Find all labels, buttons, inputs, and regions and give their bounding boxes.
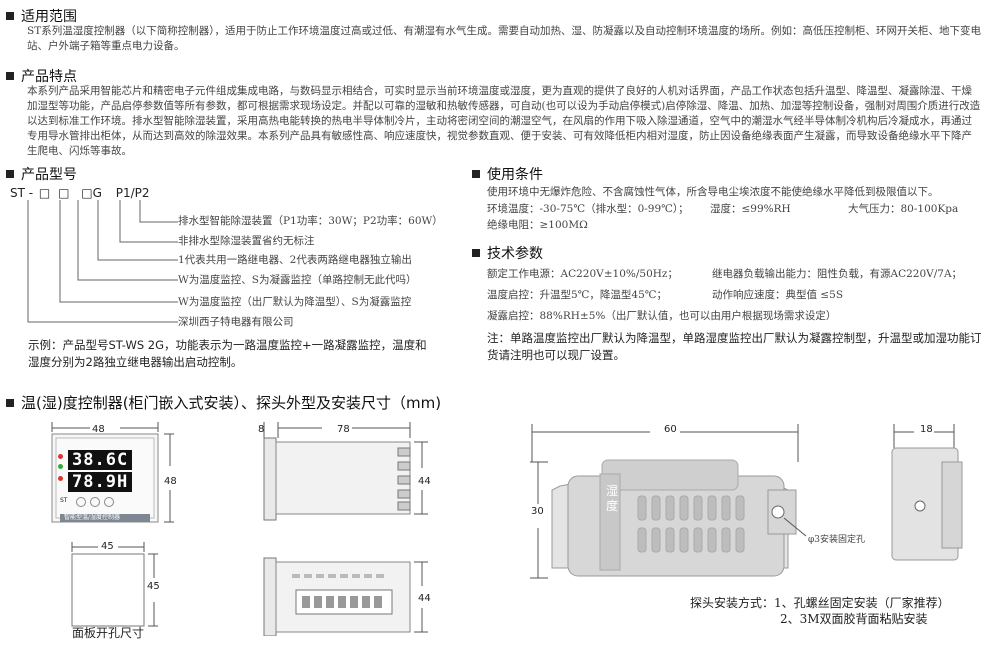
probe-depth-label: 18 bbox=[920, 424, 933, 435]
features-heading: 产品特点 bbox=[6, 66, 77, 86]
model-line-6: 深圳西子特电器有限公司 bbox=[178, 316, 294, 328]
cutout-height-label: 45 bbox=[147, 581, 160, 592]
panel-cutout-drawing bbox=[71, 542, 158, 627]
probe-side-drawing bbox=[891, 424, 963, 561]
specs-heading: 技术参数 bbox=[472, 243, 543, 263]
conditions-insulation: 绝缘电阻：≥100MΩ bbox=[487, 219, 588, 231]
specs-row-3-left: 凝露启控：88%RH±5%（出厂默认值，也可以由用户根据现场需求设定） bbox=[487, 310, 837, 322]
model-line-1: 排水型智能除湿装置（P1功率：30W；P2功率：60W） bbox=[178, 215, 443, 227]
specs-note: 注：单路温度监控出厂默认为降温型，单路湿度监控出厂默认为凝露控制型，升温型或加湿… bbox=[487, 331, 982, 362]
conditions-humidity: 湿度：≤99%RH bbox=[710, 203, 791, 215]
probe-install-2: 2、3M双面胶背面粘贴安装 bbox=[780, 612, 928, 626]
model-line-3: 1代表共用一路继电器、2代表两路继电器独立输出 bbox=[178, 254, 412, 266]
cutout-label: 面板开孔尺寸 bbox=[72, 626, 145, 640]
conditions-line-1: 使用环境中无爆炸危险、不含腐蚀性气体，所含导电尘埃浓度不能使绝缘水平降低到极限值… bbox=[487, 186, 939, 198]
specs-row-2-right: 动作响应速度：典型值 ≤5S bbox=[712, 289, 844, 301]
model-line-2: 非排水型除湿装置省约无标注 bbox=[178, 235, 315, 247]
back-height-label: 44 bbox=[418, 593, 431, 604]
specs-row-2-left: 温度启控：升温型5℃，降温型45℃； bbox=[487, 289, 668, 301]
side-length-label: 78 bbox=[337, 424, 350, 435]
bullet-square-icon bbox=[472, 170, 480, 178]
scope-body: ST系列温湿度控制器（以下简称控制器），适用于防止工作环境温度过高或过低、有潮湿… bbox=[27, 25, 981, 52]
probe-install-title: 探头安装方式：1、孔螺丝固定安装（厂家推荐） bbox=[690, 596, 950, 610]
conditions-env-temp: 环境温度：-30-75℃（排水型：0-99℃）； bbox=[487, 203, 689, 215]
front-width-label: 48 bbox=[92, 424, 105, 435]
down-button-icon bbox=[104, 497, 114, 507]
led-indicator-icon bbox=[58, 454, 63, 459]
front-brand: ST bbox=[60, 497, 68, 504]
cutout-width-label: 45 bbox=[101, 541, 114, 552]
probe-hole-label: φ3安装固定孔 bbox=[808, 535, 866, 545]
probe-height-label: 30 bbox=[531, 506, 544, 517]
model-code-bracket-lines bbox=[27, 200, 178, 323]
display-top-readout: 38.6C bbox=[68, 450, 133, 470]
bullet-square-icon bbox=[6, 170, 14, 178]
front-height-label: 48 bbox=[164, 476, 177, 487]
conditions-heading: 使用条件 bbox=[472, 164, 543, 184]
probe-width-label: 60 bbox=[664, 424, 677, 435]
model-heading: 产品型号 bbox=[6, 164, 77, 184]
specs-row-1-left: 额定工作电源：AC220V±10%/50Hz； bbox=[487, 268, 678, 280]
bullet-square-icon bbox=[472, 249, 480, 257]
model-line-5: W为温度监控（出厂默认为降温型）、S为凝露监控 bbox=[178, 296, 412, 308]
features-body: 本系列产品采用智能芯片和精密电子元件组成集成电路，与数码显示相结合，可实时显示当… bbox=[27, 85, 981, 157]
model-line-4: W为温度监控、S为凝露监控（单路控制无此代吗） bbox=[178, 274, 417, 286]
model-example: 示例：产品型号ST-WS 2G，功能表示为一路温度监控+一路凝露监控，温度和湿度… bbox=[28, 338, 427, 369]
set-button-icon bbox=[76, 497, 86, 507]
led-indicator-icon bbox=[58, 464, 63, 469]
drawings-heading: 温(湿)度控制器(柜门嵌入式安装）、探头外型及安装尺寸（mm) bbox=[6, 392, 441, 413]
probe-label: 湿度 bbox=[606, 484, 619, 513]
model-code: ST - □ □ □G P1/P2 bbox=[10, 186, 150, 200]
side-view-drawing bbox=[263, 422, 428, 521]
front-caption: 智能型温/湿度控制器 bbox=[64, 514, 121, 521]
up-button-icon bbox=[90, 497, 100, 507]
side-height-label: 44 bbox=[418, 476, 431, 487]
probe-drawing bbox=[530, 424, 807, 579]
side-top-left-label: 8 bbox=[258, 424, 265, 435]
specs-row-1-right: 继电器负载输出能力：阻性负载，有源AC220V/7A； bbox=[712, 268, 963, 280]
bullet-square-icon bbox=[6, 399, 14, 407]
bullet-square-icon bbox=[6, 72, 14, 80]
bullet-square-icon bbox=[6, 12, 14, 20]
led-indicator-icon bbox=[58, 476, 63, 481]
display-bottom-readout: 78.9H bbox=[68, 472, 133, 492]
scope-heading: 适用范围 bbox=[6, 6, 77, 26]
back-view-drawing bbox=[263, 557, 428, 636]
conditions-pressure: 大气压力：80-100Kpa bbox=[848, 203, 959, 215]
